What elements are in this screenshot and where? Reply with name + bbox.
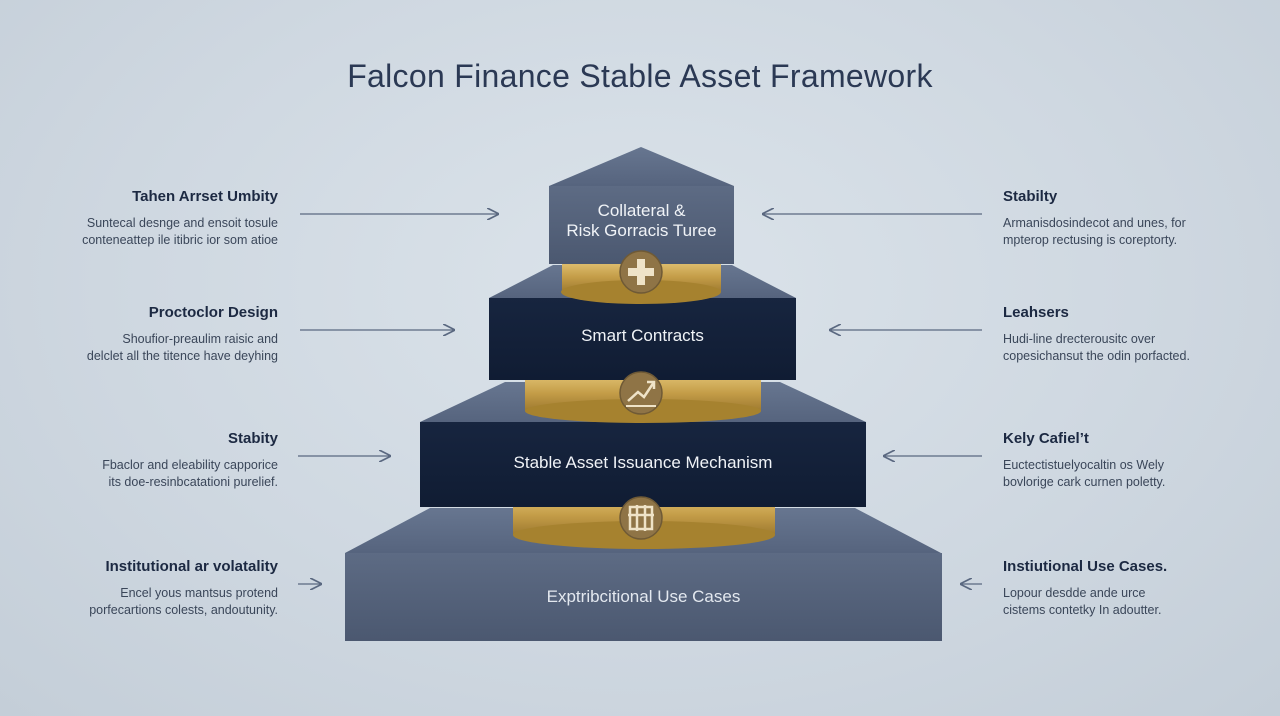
page-title: Falcon Finance Stable Asset Framework	[347, 58, 933, 94]
left-item-2-line2: delclet all the titence have deyhing	[86, 349, 278, 363]
right-item-4: Instiutional Use Cases. Lopour desdde an…	[1003, 558, 1233, 619]
right-item-3-line1: Euctectistuelyocaltin os Wely	[1003, 458, 1164, 472]
tier-1-label: Collateral & Risk Gorracis Turee	[549, 201, 734, 241]
left-item-4-line2: porfecartions colests, andoutunity.	[89, 603, 278, 617]
right-item-4-line1: Lopour desdde ande urce	[1003, 586, 1146, 600]
left-item-2-line1: Shoufior-preaulim raisic and	[122, 332, 278, 346]
right-item-2-line1: Hudi-line drecterousitc over	[1003, 332, 1156, 346]
tier-4-block	[345, 553, 942, 641]
right-item-1-line2: mpterop rectusing is coreptorty.	[1003, 233, 1178, 247]
left-item-3: Stabity Fbaclor and eleability capporice…	[48, 430, 278, 491]
shield-plus-icon	[619, 250, 663, 294]
right-item-1: Stabilty Armanisdosindecot and unes, for…	[1003, 188, 1233, 249]
tier-1-roof	[549, 147, 734, 186]
tier-1-label-line1: Collateral &	[597, 201, 686, 220]
left-item-4: Institutional ar volatality Encel yous m…	[48, 558, 278, 619]
left-item-1-heading: Tahen Arrset Umbity	[132, 188, 278, 205]
right-item-1-heading: Stabilty	[1003, 188, 1058, 205]
tier-2-block	[489, 298, 796, 380]
right-item-3-heading: Kely Cafiel’t	[1003, 430, 1089, 447]
right-item-1-line1: Armanisdosindecot and unes, for	[1003, 216, 1186, 230]
tier-1-label-line2: Risk Gorracis Turee	[566, 221, 717, 240]
left-item-3-line1: Fbaclor and eleability capporice	[102, 458, 278, 472]
growth-arrow-icon	[619, 371, 663, 415]
left-item-2-heading: Proctoclor Design	[148, 304, 278, 321]
right-item-4-line2: cistems contetky In adoutter.	[1003, 603, 1162, 617]
right-item-2: Leahsers Hudi-line drecterousitc over co…	[1003, 304, 1233, 365]
right-item-2-line2: copesichansut the odin porfacted.	[1003, 349, 1190, 363]
left-item-3-heading: Stabity	[227, 430, 278, 447]
tier-2-label: Smart Contracts	[581, 326, 704, 345]
left-item-3-line2: its doe-resinbcatationi purelief.	[108, 475, 278, 489]
left-item-2: Proctoclor Design Shoufior-preaulim rais…	[48, 304, 278, 365]
left-item-1-line2: conteneattep ile itibric ior som atioe	[82, 233, 278, 247]
tier-3-block	[420, 422, 866, 507]
right-item-4-heading: Instiutional Use Cases.	[1003, 558, 1168, 575]
left-item-4-line1: Encel yous mantsus protend	[120, 586, 278, 600]
left-item-1-line1: Suntecal desnge and ensoit tosule	[86, 216, 278, 230]
right-item-2-heading: Leahsers	[1003, 304, 1069, 321]
right-item-3-line2: bovlorige cark curnen poletty.	[1003, 475, 1166, 489]
left-item-1: Tahen Arrset Umbity Suntecal desnge and …	[48, 188, 278, 249]
tier-4-label: Exptribcitional Use Cases	[546, 587, 741, 606]
blockchain-grid-icon	[619, 496, 663, 540]
tier-3-label: Stable Asset Issuance Mechanism	[513, 453, 773, 472]
right-item-3: Kely Cafiel’t Euctectistuelyocaltin os W…	[1003, 430, 1233, 491]
left-item-4-heading: Institutional ar volatality	[105, 558, 278, 575]
